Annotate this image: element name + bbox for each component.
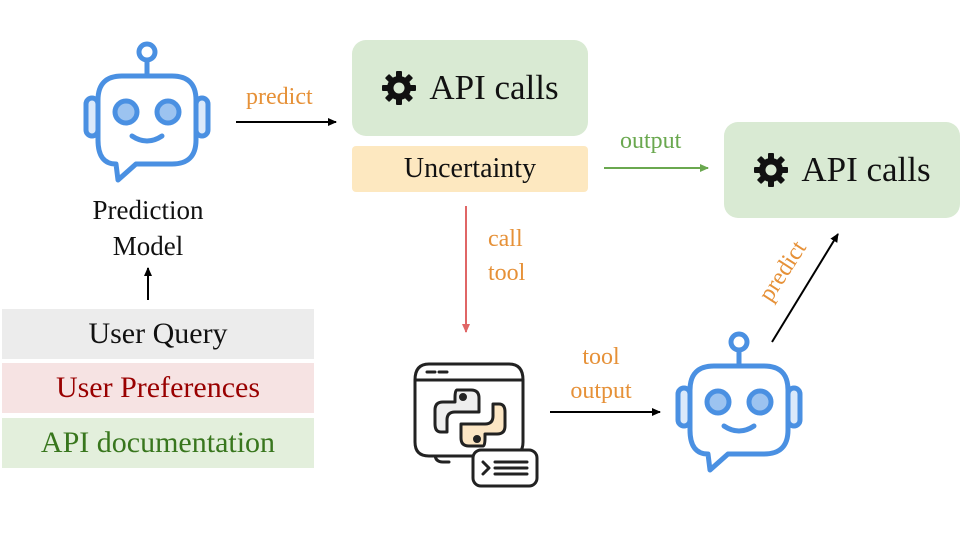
call-tool-line2: tool [488, 260, 526, 286]
tool-output-edge-label: tool output [556, 340, 646, 408]
prediction-robot-icon [83, 41, 211, 183]
gear-icon [382, 71, 417, 105]
predict-edge-label: predict [246, 84, 313, 110]
api-documentation-box: API documentation [2, 418, 314, 468]
call-tool-edge-label: call tool [488, 222, 525, 290]
uncertainty-box: Uncertainty [352, 146, 588, 192]
arrow-predict-diagonal [771, 233, 839, 343]
prediction-model-label-line2: Model [112, 231, 184, 261]
prediction-model-label-line1: Prediction [92, 195, 204, 225]
user-preferences-label: User Preferences [55, 371, 261, 404]
tool-output-line2: output [570, 378, 632, 404]
user-preferences-box: User Preferences [2, 363, 314, 413]
python-tool-icon [413, 362, 539, 488]
output-edge-label: output [620, 128, 682, 154]
call-tool-line1: call [488, 226, 523, 252]
gear-icon [754, 153, 789, 187]
user-query-label: User Query [88, 317, 228, 350]
tool-output-line1: tool [582, 344, 620, 370]
api-documentation-label: API documentation [40, 426, 276, 459]
assistant-robot-icon [675, 331, 803, 473]
uncertainty-label: Uncertainty [403, 153, 537, 184]
api-calls-right-label: API calls [801, 150, 931, 189]
prediction-model-label: Prediction Model [48, 192, 248, 264]
api-calls-top-label: API calls [429, 68, 559, 107]
api-calls-box-top: API calls [352, 40, 588, 136]
api-calls-box-right: API calls [724, 122, 960, 218]
user-query-box: User Query [2, 309, 314, 359]
